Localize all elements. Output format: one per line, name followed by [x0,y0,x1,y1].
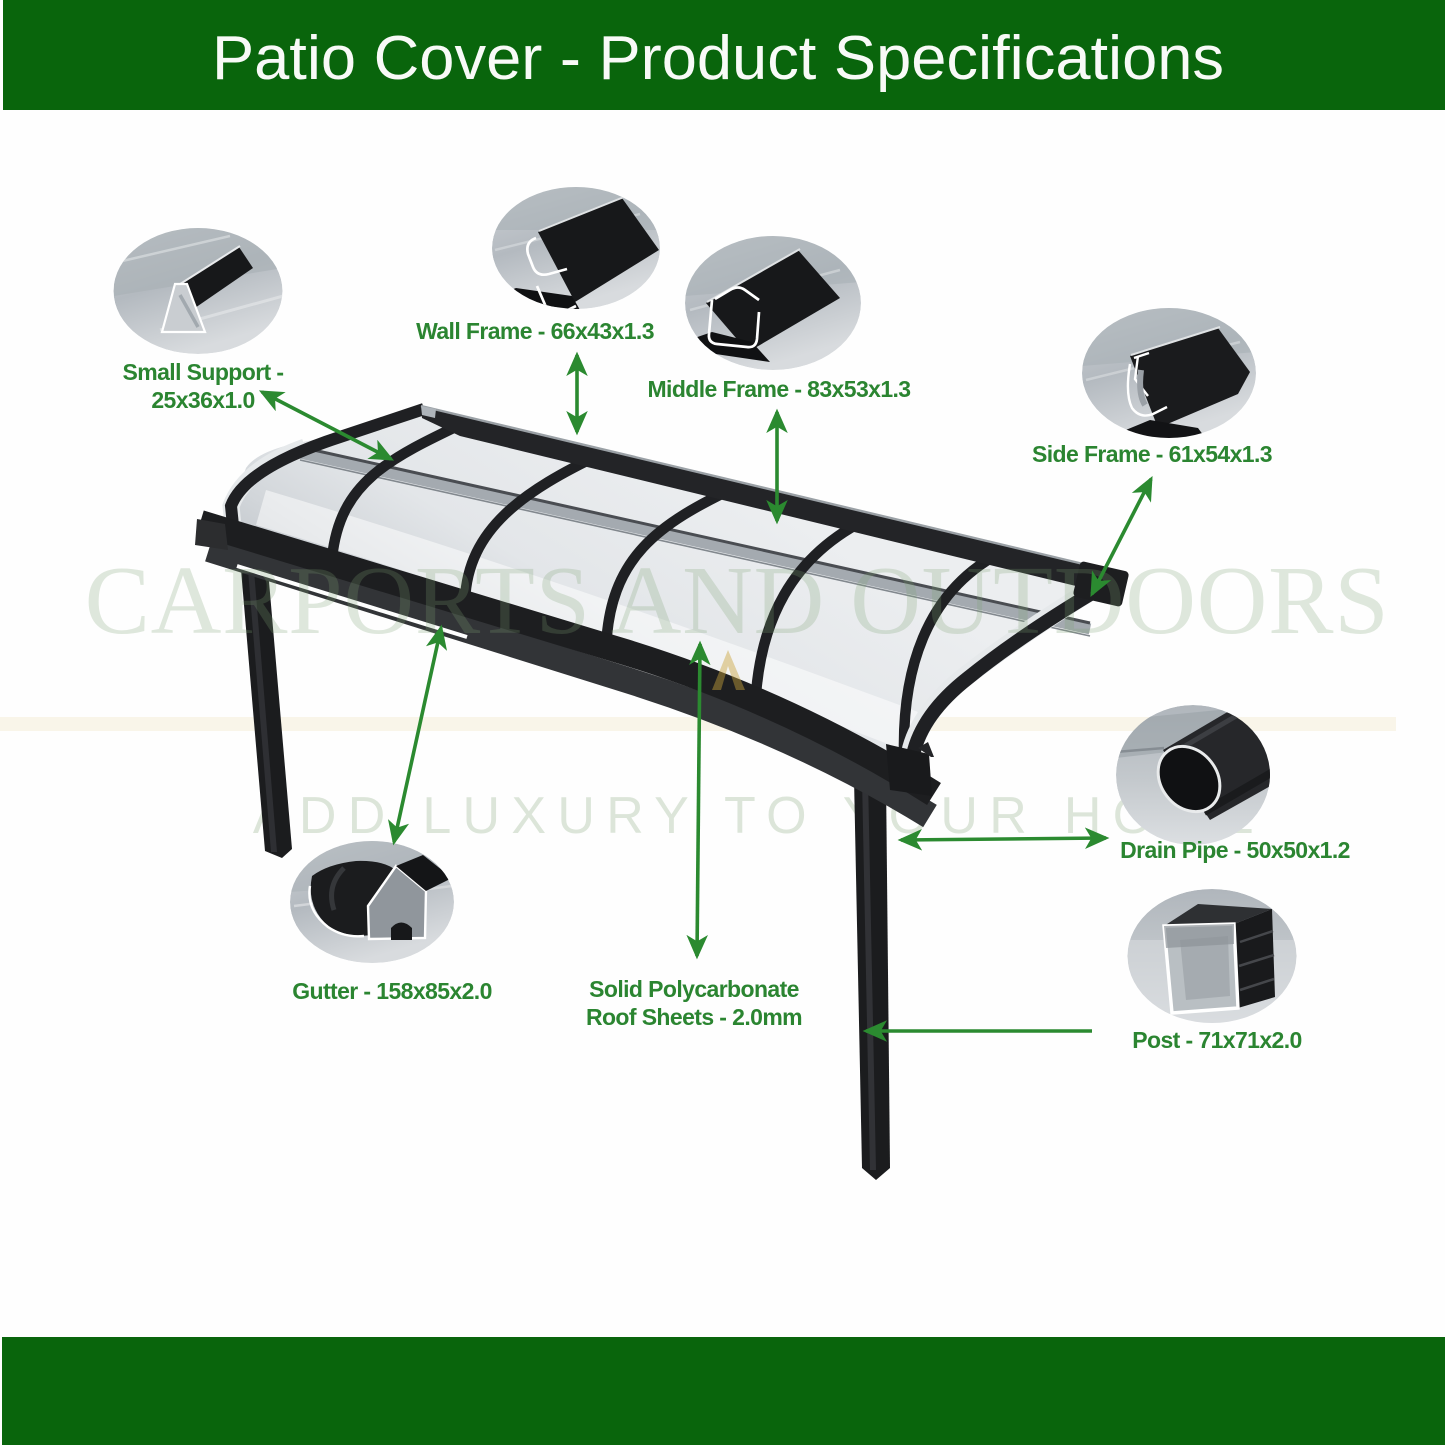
svg-text:Small Support -: Small Support - [123,359,284,385]
svg-text:Wall Frame - 66x43x1.3: Wall Frame - 66x43x1.3 [416,318,654,344]
svg-text:Side Frame - 61x54x1.3: Side Frame - 61x54x1.3 [1032,441,1272,467]
svg-text:Patio Cover - Product Specific: Patio Cover - Product Specifications [212,24,1224,93]
svg-text:Drain Pipe - 50x50x1.2: Drain Pipe - 50x50x1.2 [1120,837,1350,863]
svg-text:Gutter - 158x85x2.0: Gutter - 158x85x2.0 [292,978,492,1004]
svg-text:Post - 71x71x2.0: Post - 71x71x2.0 [1132,1027,1301,1053]
svg-text:25x36x1.0: 25x36x1.0 [151,387,254,413]
svg-text:Roof Sheets - 2.0mm: Roof Sheets - 2.0mm [586,1004,802,1030]
svg-text:CARPORTS AND OUTDOORS: CARPORTS AND OUTDOORS [85,547,1390,655]
svg-text:Solid Polycarbonate: Solid Polycarbonate [589,976,799,1002]
svg-text:Middle Frame - 83x53x1.3: Middle Frame - 83x53x1.3 [647,376,910,402]
